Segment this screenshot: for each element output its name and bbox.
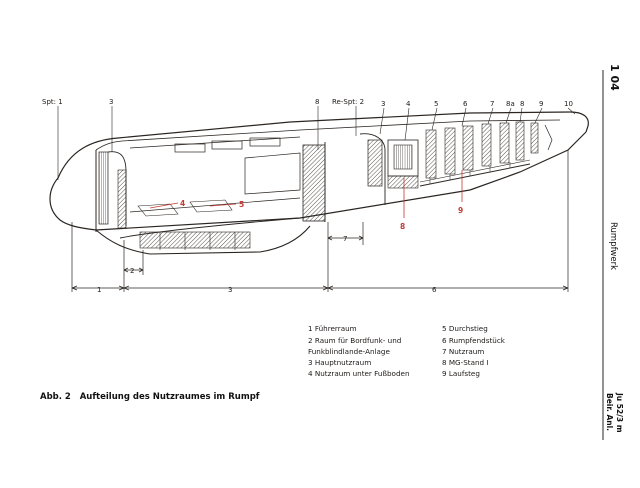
red-label-9: 9 — [458, 206, 463, 215]
label-spt1: Spt: 1 — [42, 98, 63, 106]
legend-item-4: 4 Nutzraum unter Fußboden — [308, 369, 410, 378]
frames — [95, 121, 553, 250]
side-ref-2: Ju 52/3 m — [615, 392, 624, 433]
label-9: 9 — [539, 100, 543, 108]
dim-1: 1 — [97, 286, 101, 294]
side-title: Rumpfwerk — [608, 222, 618, 270]
red-label-4: 4 — [180, 199, 185, 208]
dimension-labels: 1 2 3 7 6 — [97, 235, 437, 294]
label-4: 4 — [406, 100, 411, 108]
dim-2: 2 — [130, 267, 134, 275]
legend-item-9: 9 Laufsteg — [442, 369, 480, 378]
dim-3: 3 — [228, 286, 232, 294]
label-7: 7 — [490, 100, 494, 108]
page-number: 1 04 — [608, 64, 621, 91]
label-5: 5 — [434, 100, 438, 108]
figure-caption: Abb. 2 Aufteilung des Nutzraumes im Rump… — [40, 392, 260, 402]
legend-item-7: 7 Nutzraum — [442, 347, 484, 356]
dim-7: 7 — [343, 235, 347, 243]
legend-item-5: 5 Durchstieg — [442, 324, 488, 333]
label-6: 6 — [463, 100, 468, 108]
legend-item-1: 1 Führerraum — [308, 324, 357, 333]
label-8a2: 8a — [506, 100, 515, 108]
label-3b: 3 — [381, 100, 385, 108]
red-label-5: 5 — [239, 200, 244, 209]
legend-item-8: 8 MG-Stand I — [442, 358, 489, 367]
dim-6: 6 — [432, 286, 437, 294]
dimension-lines — [71, 150, 569, 292]
legend-item-2b: Funkblindlande-Anlage — [308, 347, 390, 356]
label-respt2: Re-Spt: 2 — [332, 98, 364, 106]
label-8b: 8 — [520, 100, 524, 108]
red-label-8: 8 — [400, 222, 405, 231]
fuselage-outline — [49, 111, 589, 255]
top-labels: Spt: 1 3 8 Re-Spt: 2 3 4 5 6 7 8a 8 9 10 — [42, 98, 573, 108]
legend-item-3: 3 Hauptnutzraum — [308, 358, 371, 367]
leader-lines — [57, 106, 576, 180]
red-callouts: 4 5 8 9 — [149, 170, 463, 231]
legend-item-6: 6 Rumpfendstück — [442, 336, 506, 345]
label-10: 10 — [564, 100, 573, 108]
legend-item-2: 2 Raum für Bordfunk- und — [308, 336, 401, 345]
legend: 1 Führerraum 2 Raum für Bordfunk- und Fu… — [308, 324, 506, 378]
label-8a: 8 — [315, 98, 319, 106]
side-ref-1: Beir. Anl. — [605, 393, 614, 431]
label-3a: 3 — [109, 98, 113, 106]
